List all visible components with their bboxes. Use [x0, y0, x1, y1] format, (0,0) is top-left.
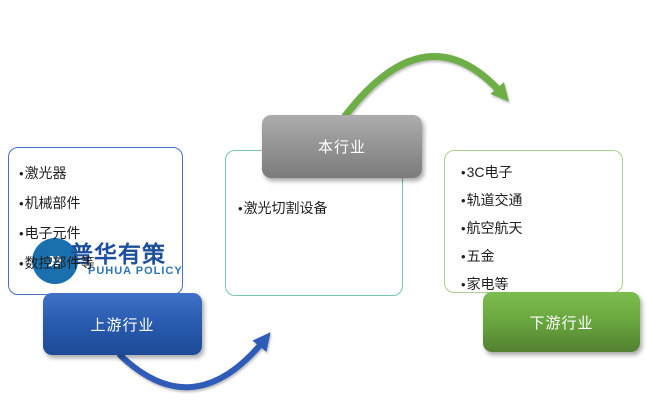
list-item-text: 五金 — [466, 248, 495, 264]
puhua-logo-icon: » — [32, 238, 78, 284]
current-industry-label-text: 本行业 — [317, 139, 366, 156]
current-industry-label: 本行业 — [262, 115, 422, 178]
bullet: • — [461, 193, 466, 208]
list-item-text: 数控部件等 — [24, 255, 95, 271]
list-item: •航空航天 — [461, 219, 616, 238]
downstream-items-box: •3C电子•轨道交通•航空航天•五金•家电等 — [444, 150, 623, 293]
bullet: • — [461, 277, 466, 292]
upstream-items-box: •激光器•机械部件•电子元件•数控部件等 — [8, 147, 183, 295]
bullet: • — [19, 226, 24, 241]
upstream-items-list: •激光器•机械部件•电子元件•数控部件等 — [9, 148, 182, 273]
list-item-text: 激光切割设备 — [243, 200, 328, 216]
list-item-text: 航空航天 — [466, 220, 523, 236]
list-item: •激光器 — [19, 164, 176, 183]
list-item: •数控部件等 — [19, 254, 176, 273]
list-item: •激光切割设备 — [238, 199, 396, 218]
upstream-industry-label: 上游行业 — [43, 293, 202, 355]
list-item-text: 激光器 — [24, 165, 67, 181]
bullet: • — [19, 256, 24, 271]
list-item-text: 家电等 — [466, 276, 509, 292]
upstream-industry-label-text: 上游行业 — [90, 316, 155, 334]
puhua-policy-watermark: » 普华有策 PUHUA POLICY — [30, 234, 182, 288]
downstream-items-list: •3C电子•轨道交通•航空航天•五金•家电等 — [445, 151, 622, 294]
bullet: • — [19, 166, 24, 181]
watermark-logo-text: 普华有策 — [70, 241, 166, 267]
watermark-logo-subtext: PUHUA POLICY — [88, 265, 183, 277]
bullet: • — [238, 201, 243, 216]
list-item: •五金 — [461, 247, 616, 266]
downstream-industry-label: 下游行业 — [483, 292, 640, 352]
bullet: • — [461, 249, 466, 264]
list-item-text: 3C电子 — [466, 164, 513, 180]
list-item: •机械部件 — [19, 194, 176, 213]
list-item: •家电等 — [461, 275, 616, 294]
list-item-text: 电子元件 — [24, 225, 81, 241]
list-item-text: 机械部件 — [24, 195, 81, 211]
current-items-list: •激光切割设备 — [226, 151, 402, 218]
bullet: • — [19, 196, 24, 211]
list-item-text: 轨道交通 — [466, 192, 523, 208]
arrow-current-to-downstream — [341, 53, 509, 120]
list-item: •电子元件 — [19, 224, 176, 243]
bullet: • — [461, 221, 466, 236]
downstream-industry-label-text: 下游行业 — [529, 314, 594, 332]
list-item: •轨道交通 — [461, 191, 616, 210]
bullet: • — [461, 165, 466, 180]
list-item: •3C电子 — [461, 163, 616, 182]
